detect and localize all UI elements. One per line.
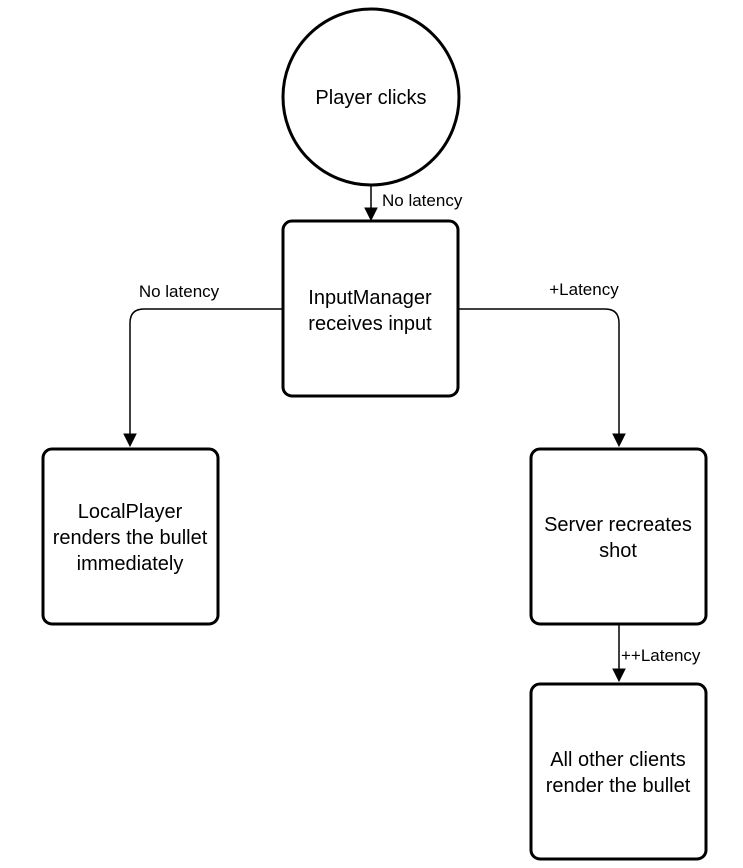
edge-label-input-to-server: +Latency: [549, 280, 619, 299]
edge-label-server-to-clients: ++Latency: [621, 646, 701, 665]
edge-input-to-local: [129, 308, 283, 434]
node-other-clients: All other clients render the bullet: [529, 682, 708, 861]
node-player-clicks-label: Player clicks: [315, 87, 426, 109]
node-local-player-line1: LocalPlayer: [78, 501, 183, 523]
node-server: Server recreates shot: [529, 447, 708, 626]
node-local-player-line2: renders the bullet: [53, 527, 208, 549]
node-server-line2: shot: [599, 540, 637, 562]
node-local-player-line3: immediately: [77, 553, 184, 575]
node-other-clients-line2: render the bullet: [546, 775, 691, 797]
node-player-clicks: Player clicks: [281, 7, 461, 187]
node-server-line1: Server recreates: [544, 514, 692, 536]
arrowhead-input-to-local: [123, 433, 137, 448]
edge-label-click-to-input: No latency: [382, 191, 463, 210]
edge-label-input-to-local: No latency: [139, 282, 220, 301]
arrowhead-input-to-server: [612, 433, 626, 448]
node-other-clients-line1: All other clients: [550, 749, 686, 771]
arrowhead-click-to-input: [364, 207, 378, 222]
node-input-manager-line2: receives input: [308, 313, 432, 335]
node-input-manager: InputManager receives input: [281, 219, 460, 398]
node-local-player: LocalPlayer renders the bullet immediate…: [41, 447, 220, 626]
node-input-manager-line1: InputManager: [308, 287, 432, 309]
edge-input-to-server: [458, 308, 620, 434]
arrowhead-server-to-clients: [612, 668, 626, 683]
